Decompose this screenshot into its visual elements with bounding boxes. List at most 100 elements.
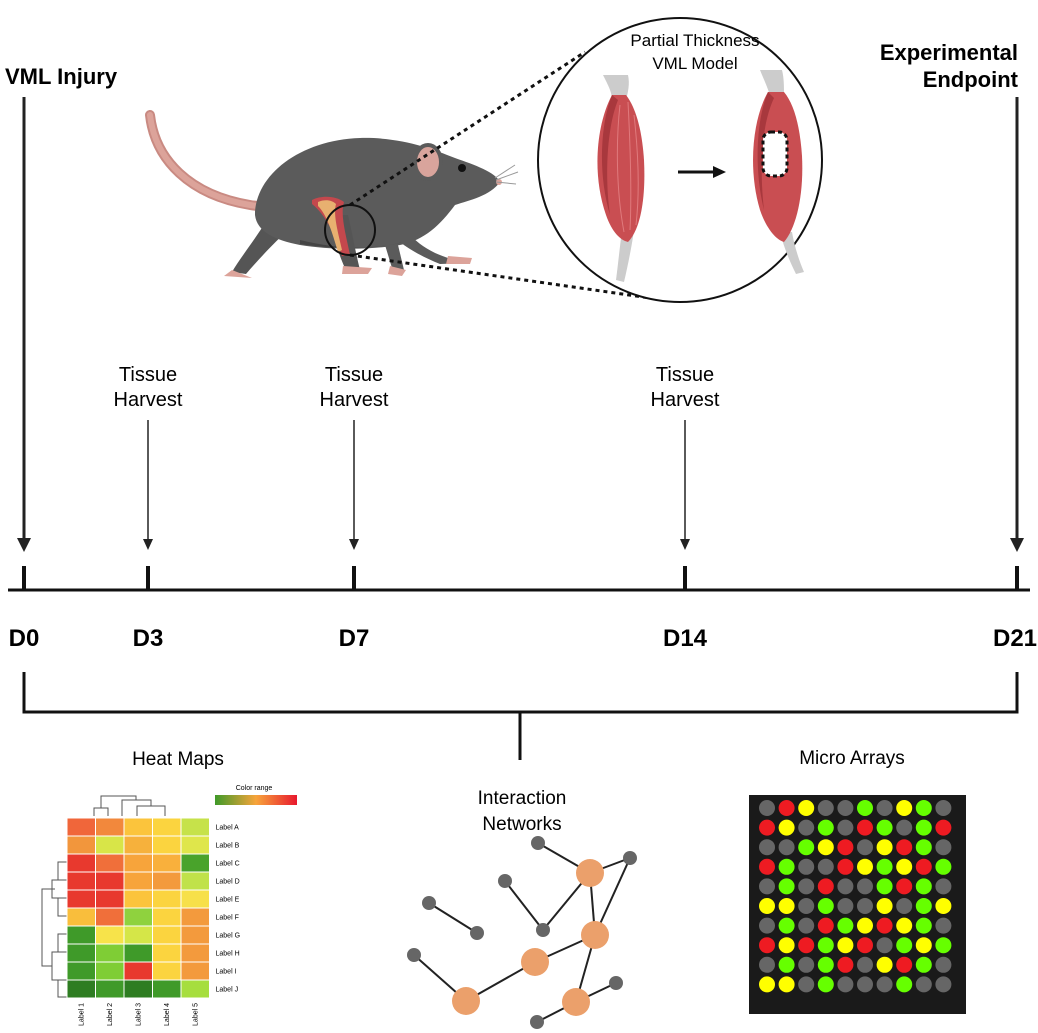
microarray-spot xyxy=(759,976,775,993)
network-node-large xyxy=(576,859,604,887)
microarray-spot xyxy=(798,858,815,875)
zoom-line-bottom xyxy=(349,253,651,300)
network-node-large xyxy=(562,988,590,1016)
microarray-spot xyxy=(896,819,913,836)
heatmap-cell xyxy=(180,979,210,999)
day-label-d3: D3 xyxy=(133,625,164,652)
microarray-spot xyxy=(778,858,795,875)
heatmap-cell xyxy=(180,817,210,837)
heatmap-cell xyxy=(95,961,125,981)
microarray-spot xyxy=(837,898,854,914)
heatmap-cell xyxy=(152,943,182,963)
heatmap-row-label: Label C xyxy=(216,861,240,868)
microarray-spot xyxy=(935,800,952,816)
microarray-spot xyxy=(857,819,873,836)
heatmap-cell xyxy=(152,835,182,855)
harvest-d7-line1: Tissue xyxy=(325,364,383,386)
heatmap-cell xyxy=(152,907,182,927)
heatmap-cell xyxy=(180,889,210,909)
heatmap-cell xyxy=(123,889,153,909)
heatmap-cell xyxy=(180,853,210,873)
microarray-spot xyxy=(876,937,893,954)
microarray-spot xyxy=(915,858,932,875)
heatmap-row-label: Label E xyxy=(216,897,240,904)
microarray-spot xyxy=(759,917,775,934)
network-node-small xyxy=(623,851,637,865)
microarray-spot xyxy=(857,917,873,934)
microarray-spot xyxy=(915,976,932,993)
microarray-spot xyxy=(837,976,854,993)
heatmap-col-label: Label 3 xyxy=(135,1003,142,1026)
heatmap-cell xyxy=(66,871,96,891)
microarray-title: Micro Arrays xyxy=(799,748,905,769)
injury-arrow xyxy=(17,97,31,552)
heatmap-row-label: Label B xyxy=(216,843,240,850)
microarray-spot xyxy=(876,878,893,895)
network-node-small xyxy=(422,896,436,910)
microarray-spot xyxy=(837,858,854,875)
heatmap-row-label: Label A xyxy=(216,825,240,832)
heatmap-cell xyxy=(180,925,210,945)
network-node-large xyxy=(452,987,480,1015)
microarray-spot xyxy=(935,937,952,954)
microarray-spot xyxy=(935,858,952,875)
microarray-spot xyxy=(778,917,795,934)
network-node-small xyxy=(498,874,512,888)
microarray-spot xyxy=(817,800,834,816)
heatmap-row-label: Label G xyxy=(216,933,241,940)
microarray-spot xyxy=(759,800,775,816)
heatmap-cell xyxy=(66,961,96,981)
heatmap-cell xyxy=(123,835,153,855)
heatmap-cell xyxy=(66,943,96,963)
heatmap-col-label: Label 4 xyxy=(164,1003,171,1026)
microarray-spot xyxy=(778,800,795,816)
microarray-spot xyxy=(857,956,873,973)
microarray-spot xyxy=(759,956,775,973)
network-node-small xyxy=(407,948,421,962)
microarray-spot xyxy=(857,976,873,993)
heatmap-cell xyxy=(180,961,210,981)
microarray-spot xyxy=(876,898,893,914)
microarray-spot xyxy=(798,956,815,973)
heatmap-cell xyxy=(123,925,153,945)
microarray-spot xyxy=(915,819,932,836)
inset-title-line2: VML Model xyxy=(652,54,737,73)
day-label-d14: D14 xyxy=(663,625,708,652)
heatmap-cell xyxy=(66,817,96,837)
heatmap-cell xyxy=(180,835,210,855)
row-dendrogram xyxy=(41,861,67,998)
microarray-spot xyxy=(896,839,913,856)
microarray-spot xyxy=(759,937,775,954)
microarray-spot xyxy=(915,839,932,856)
microarray-spot xyxy=(778,956,795,973)
microarray-spot xyxy=(778,937,795,954)
color-range-label: Color range xyxy=(236,785,273,792)
microarray-spot xyxy=(798,917,815,934)
harvest-d14-line2: Harvest xyxy=(651,389,720,411)
microarray-spot xyxy=(896,956,913,973)
microarray-spot xyxy=(915,937,932,954)
network-node-large xyxy=(521,948,549,976)
microarray-spot xyxy=(837,937,854,954)
microarray-spot xyxy=(817,976,834,993)
microarray-spot xyxy=(798,839,815,856)
microarray-spot xyxy=(778,878,795,895)
endpoint-label-line2: Endpoint xyxy=(923,67,1019,92)
heatmap-cell xyxy=(180,907,210,927)
microarray-spot xyxy=(817,937,834,954)
heatmap-cell xyxy=(152,817,182,837)
microarray-spot xyxy=(876,917,893,934)
heatmap-cell xyxy=(95,907,125,927)
microarray-spot xyxy=(778,819,795,836)
network-node-large xyxy=(581,921,609,949)
heatmap-cell xyxy=(95,943,125,963)
microarray-spot xyxy=(896,800,913,816)
heatmap-cell xyxy=(95,979,125,999)
harvest-d7-line2: Harvest xyxy=(320,389,389,411)
microarray-spot xyxy=(896,898,913,914)
microarray-spot xyxy=(896,937,913,954)
microarray-spot xyxy=(759,898,775,914)
heatmap-cell xyxy=(66,853,96,873)
heatmap-cell xyxy=(180,871,210,891)
